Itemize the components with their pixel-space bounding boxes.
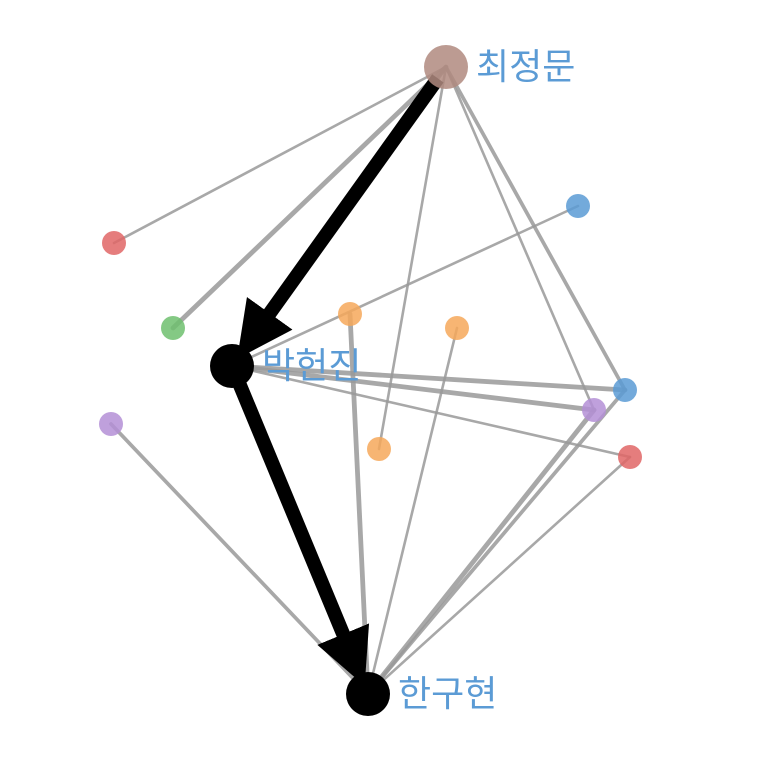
highlighted-path-layer — [230, 74, 444, 686]
edge-n_red2-han — [366, 455, 632, 696]
node-n_orange1[interactable] — [338, 302, 362, 326]
edge-n_orange2-han — [366, 326, 459, 696]
node-n_purple2[interactable] — [582, 398, 606, 422]
edge-choi-n_red1 — [112, 65, 448, 245]
path-arrow-choi-park — [237, 74, 444, 359]
node-n_orange2[interactable] — [445, 316, 469, 340]
edge-n_blue2-han — [366, 388, 627, 696]
nodes-layer — [99, 45, 642, 716]
node-label-choi: 최정문 — [476, 47, 575, 88]
node-park[interactable] — [210, 344, 254, 388]
edge-choi-n_green — [170, 64, 449, 331]
node-label-han: 한구현 — [398, 674, 497, 715]
edge-park-n_red2 — [230, 364, 632, 459]
edge-park-n_blue2 — [229, 363, 628, 393]
node-n_purple1[interactable] — [99, 412, 123, 436]
node-choi[interactable] — [424, 45, 468, 89]
node-n_red1[interactable] — [102, 231, 126, 255]
edge-n_purple1-han — [109, 422, 370, 696]
edge-park-n_purple2 — [229, 363, 597, 413]
node-label-park: 박헌진 — [262, 346, 361, 387]
node-n_blue2[interactable] — [613, 378, 637, 402]
node-han[interactable] — [346, 672, 390, 716]
edge-choi-n_purple2 — [444, 65, 596, 412]
node-n_orange3[interactable] — [367, 437, 391, 461]
path-arrow-park-han — [230, 376, 370, 686]
node-n_blue1[interactable] — [566, 194, 590, 218]
node-n_green[interactable] — [161, 316, 185, 340]
edge-choi-n_blue2 — [444, 65, 627, 392]
node-n_red2[interactable] — [618, 445, 642, 469]
